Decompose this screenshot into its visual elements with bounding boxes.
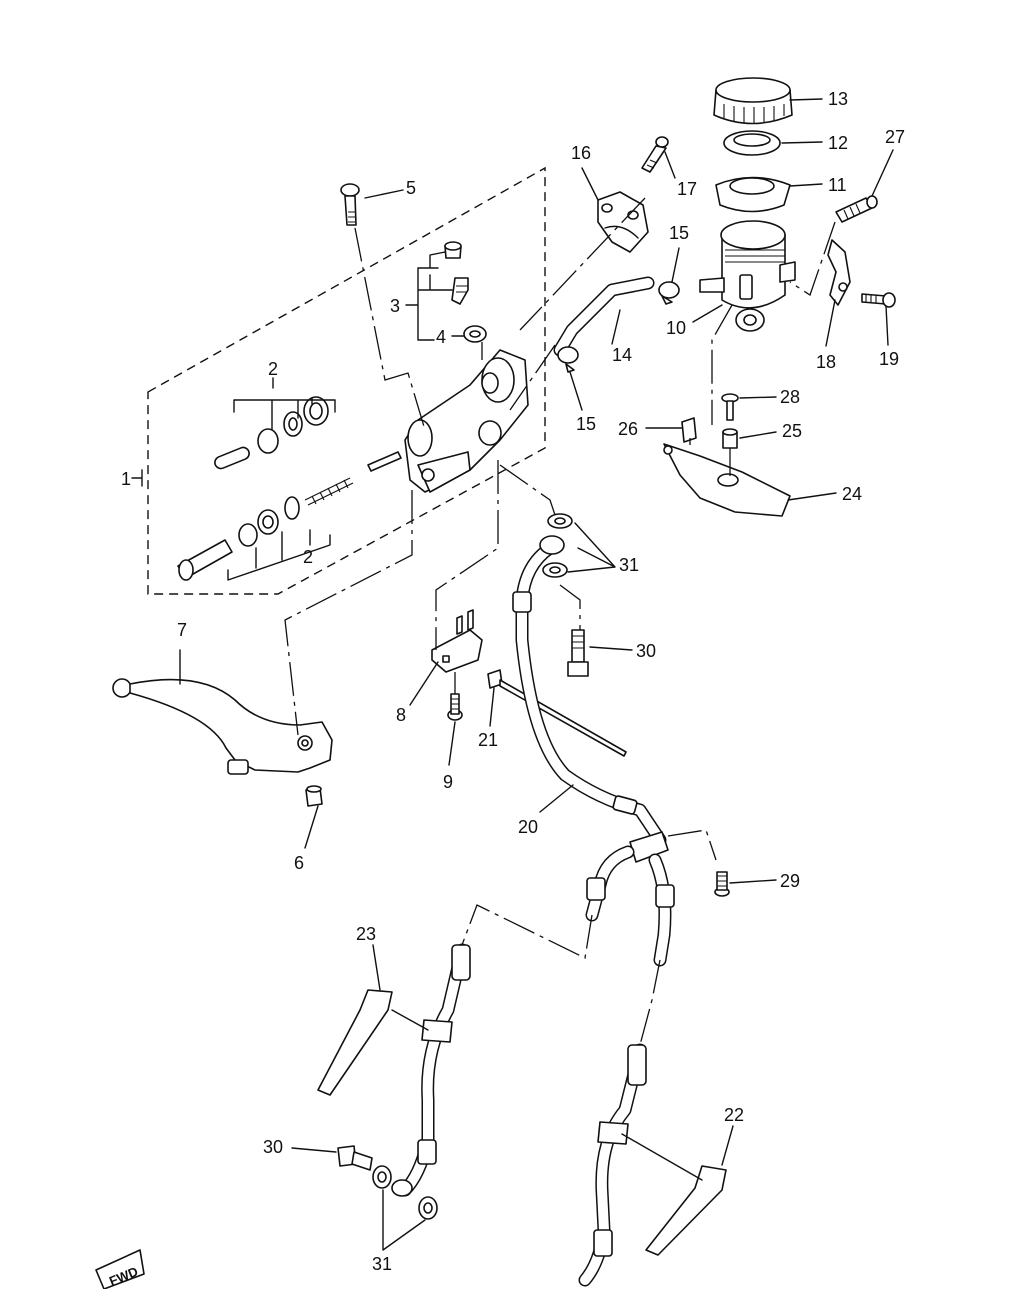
callout-15-upper: 15 <box>669 223 689 243</box>
reservoir-stay <box>663 443 791 517</box>
callout-3: 3 <box>390 296 400 316</box>
joint-bolt <box>714 871 730 897</box>
callout-27: 27 <box>885 127 905 147</box>
stay-screw <box>721 393 739 421</box>
stay-nut-clip <box>681 417 697 443</box>
reservoir-hose <box>553 276 655 357</box>
hose-clip-upper <box>658 281 680 305</box>
lever-nut <box>305 785 323 807</box>
piston-spring-set <box>177 451 402 581</box>
switch-screw <box>447 693 463 721</box>
callout-20: 20 <box>518 817 538 837</box>
holder-inner <box>733 133 771 147</box>
cup-seal-set-upper <box>214 396 329 470</box>
callout-8: 8 <box>396 705 406 725</box>
master-cylinder-body <box>404 349 529 493</box>
pivot-bolt <box>340 183 360 226</box>
reservoir-tank <box>699 220 796 332</box>
callout-30-lower: 30 <box>263 1137 283 1157</box>
hose-guide-right <box>645 1165 727 1256</box>
bleed-washer-hole <box>469 330 481 338</box>
joint-stubs <box>585 845 675 967</box>
brake-lever <box>112 678 333 775</box>
callout-11: 11 <box>828 175 847 195</box>
callout-2-upper: 2 <box>268 359 278 379</box>
callout-22: 22 <box>724 1105 744 1125</box>
callout-16: 16 <box>571 143 591 163</box>
callout-4: 4 <box>436 327 446 347</box>
brake-hose-1 <box>512 535 669 863</box>
hose-clip-lower <box>557 346 579 373</box>
callout-15-lower: 15 <box>576 414 596 434</box>
callout-10: 10 <box>666 318 686 338</box>
callout-24: 24 <box>842 484 862 504</box>
hose-guide-left <box>317 989 393 1096</box>
union-bolt-upper <box>567 629 589 677</box>
callout-2-lower: 2 <box>303 547 313 567</box>
callout-29: 29 <box>780 871 800 891</box>
callout-26: 26 <box>618 419 638 439</box>
union-bolt-lower <box>337 1145 373 1171</box>
stay-collar <box>722 428 738 449</box>
reservoir-bracket <box>827 239 851 306</box>
callout-28: 28 <box>780 387 800 407</box>
union-washers-upper <box>542 513 573 578</box>
cable-tie <box>487 669 627 757</box>
callout-9: 9 <box>443 772 453 792</box>
callout-31-upper: 31 <box>619 555 639 575</box>
callout-31-lower: 31 <box>372 1254 392 1274</box>
leader-lines <box>131 98 894 1251</box>
callout-13: 13 <box>828 89 848 109</box>
reservoir-cap <box>713 77 793 125</box>
brake-light-switch <box>431 609 483 673</box>
bracket-bolt <box>861 292 896 308</box>
diaphragm-inner <box>729 177 775 195</box>
callout-18: 18 <box>816 352 836 372</box>
callout-21: 21 <box>478 730 498 750</box>
callout-23: 23 <box>356 924 376 944</box>
brake-hose-2 <box>391 943 471 1197</box>
callout-7: 7 <box>177 620 187 640</box>
union-washers-lower <box>372 1165 438 1220</box>
callout-25: 25 <box>782 421 802 441</box>
callout-labels: 1 2 2 3 4 5 6 7 8 9 10 11 12 13 14 15 15… <box>121 89 905 1274</box>
reference-lines <box>284 197 836 1046</box>
reservoir-bolt <box>835 195 878 223</box>
holder-bolt <box>641 136 669 173</box>
brake-hose-3 <box>578 1043 647 1287</box>
callout-19: 19 <box>879 349 899 369</box>
callout-14: 14 <box>612 345 632 365</box>
bleed-screw <box>444 241 469 305</box>
callout-5: 5 <box>406 178 416 198</box>
callout-6: 6 <box>294 853 304 873</box>
callout-12: 12 <box>828 133 848 153</box>
callout-17: 17 <box>677 179 697 199</box>
fwd-direction-marker: FWD <box>95 1249 145 1289</box>
callout-30-upper: 30 <box>636 641 656 661</box>
callout-1: 1 <box>121 469 131 489</box>
